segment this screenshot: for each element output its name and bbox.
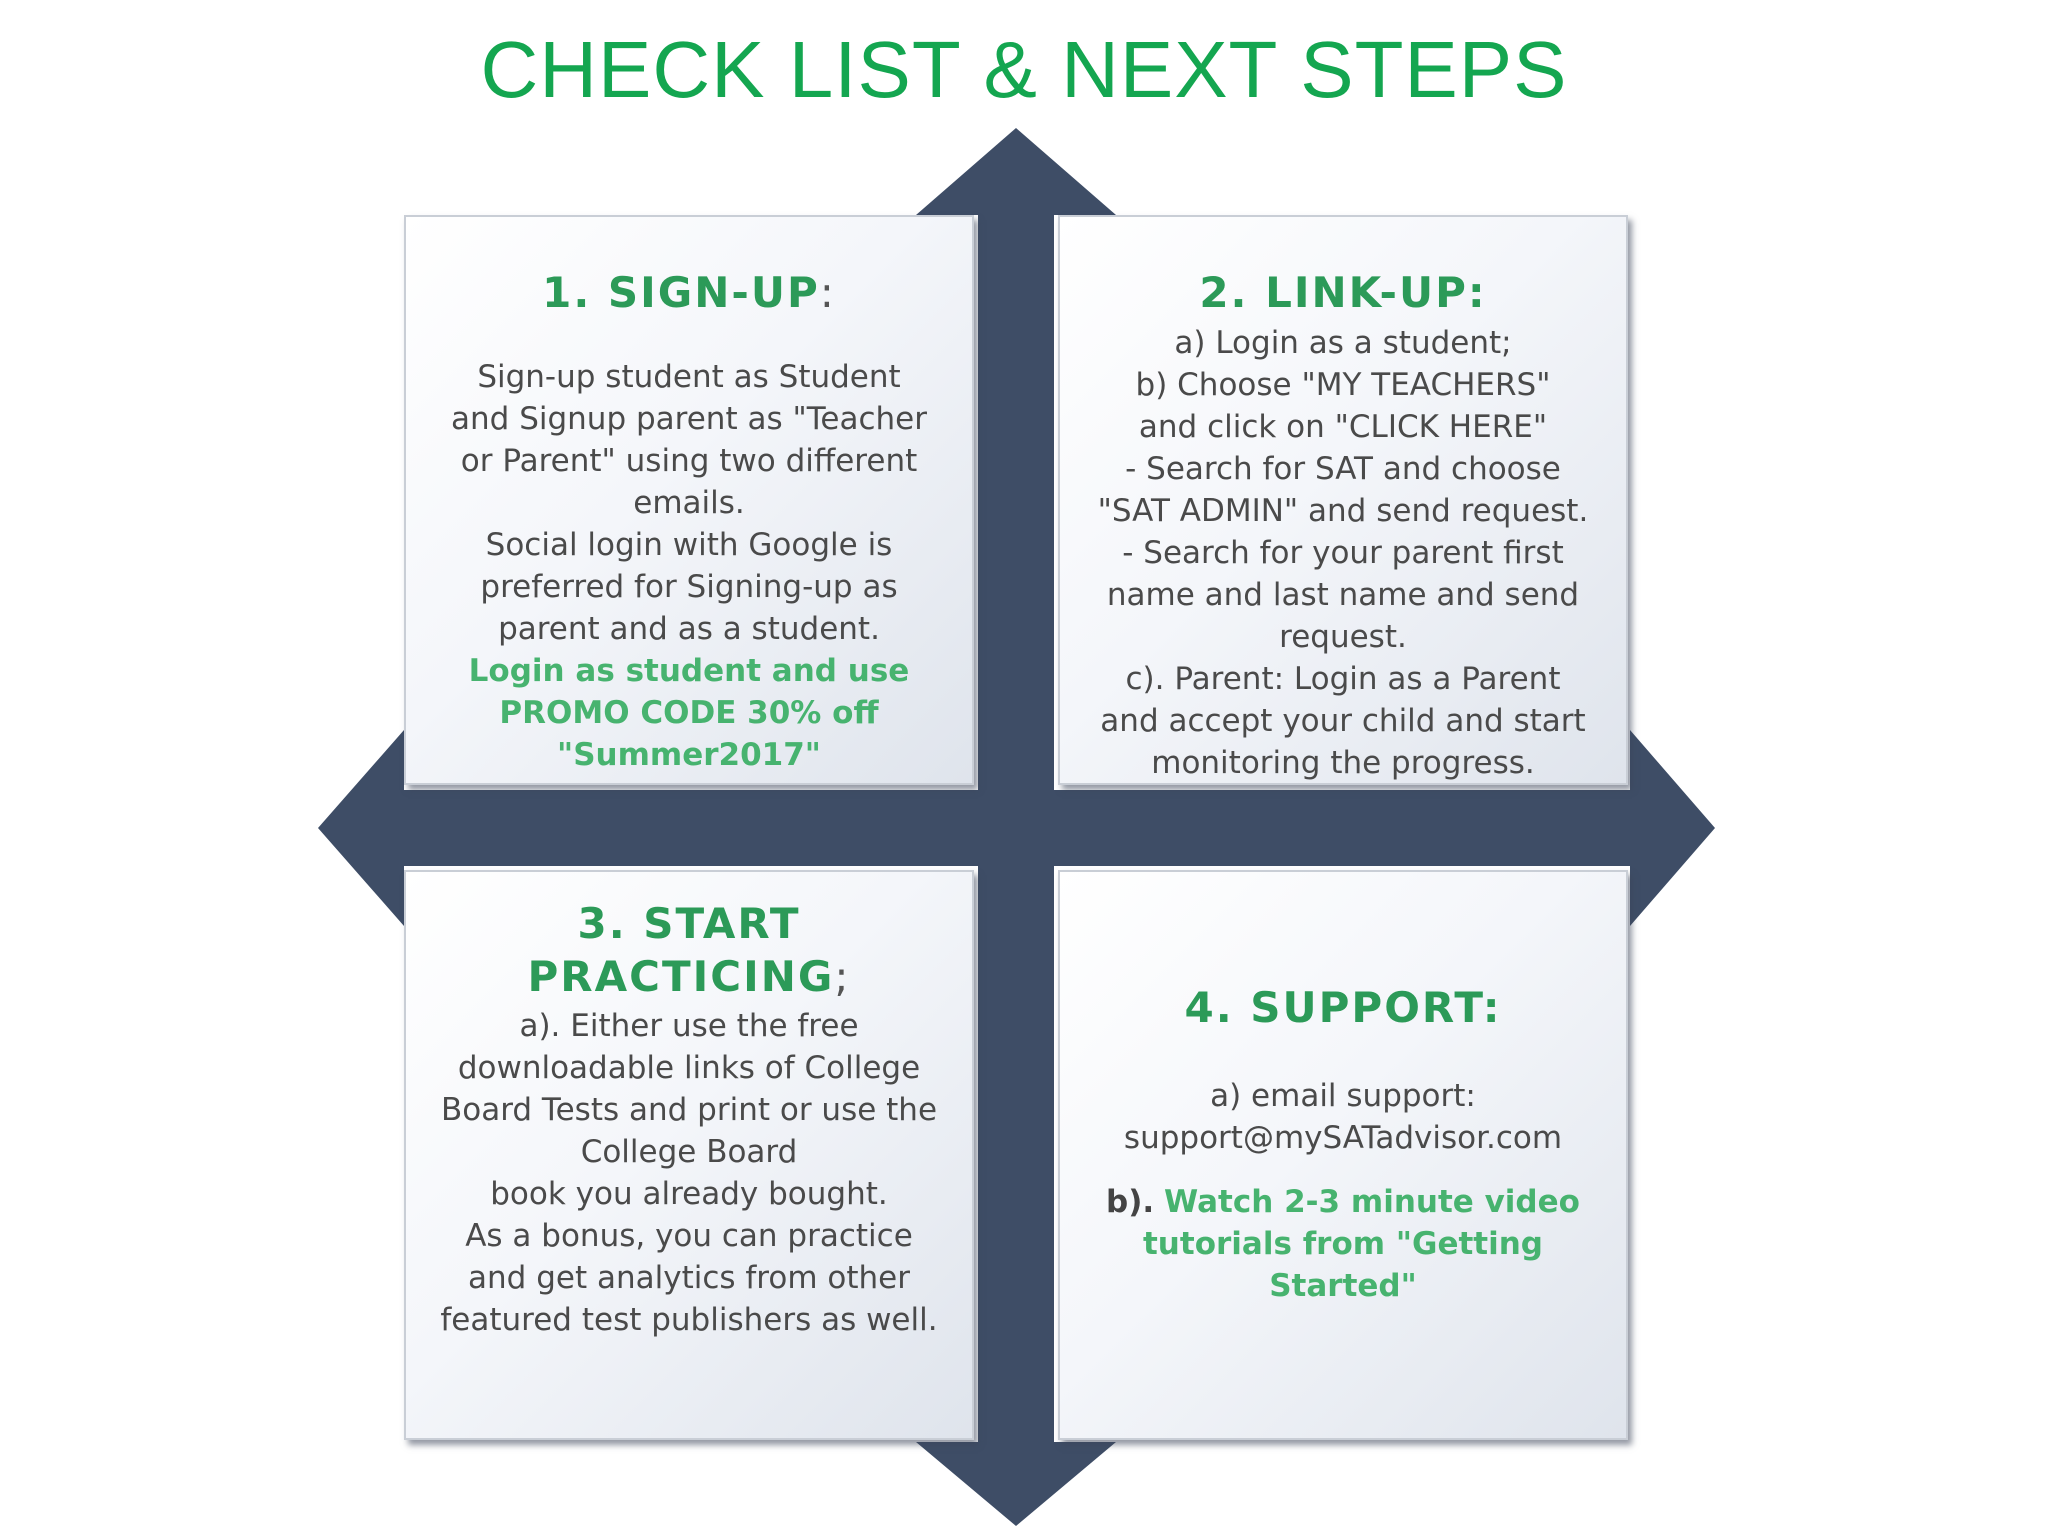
text-line: Board Tests and print or use the — [440, 1092, 938, 1128]
text-line: name and last name and send — [1106, 576, 1580, 613]
text-line: "SAT ADMIN" and send request. — [1097, 492, 1589, 529]
text-line: and get analytics from other — [468, 1260, 910, 1296]
text-line: downloadable links of College — [457, 1050, 921, 1086]
step-support-video-text: b). Watch 2-3 minute video tutorials fro… — [1060, 1181, 1626, 1307]
step-support-box: 4. SUPPORT: a) email support: support@my… — [1058, 870, 1628, 1440]
text-line: b) Choose "MY TEACHERS" — [1135, 366, 1551, 403]
four-way-arrow-shape — [318, 128, 1715, 1526]
promo-line: PROMO CODE 30% off — [499, 694, 879, 731]
text-line: preferred for Signing-up as — [480, 568, 898, 605]
step-support-text: a) email support: support@mySATadvisor.c… — [1060, 1075, 1626, 1159]
text-line: and click on "CLICK HERE" — [1138, 408, 1548, 445]
text-line: book you already bought. — [490, 1176, 888, 1212]
text-line: Social login with Google is — [485, 526, 893, 563]
step-link-up-heading: 2. LINK-UP: — [1199, 268, 1487, 317]
support-email: support@mySATadvisor.com — [1123, 1119, 1563, 1156]
page-title: CHECK LIST & NEXT STEPS — [480, 25, 1568, 114]
text-line: or Parent" using two different — [460, 442, 918, 479]
text-line: a) email support: — [1210, 1077, 1476, 1114]
step-link-up-text: a) Login as a student; b) Choose "MY TEA… — [1060, 322, 1626, 784]
step-link-up-box: 2. LINK-UP: a) Login as a student; b) Ch… — [1058, 215, 1628, 785]
step-support-heading: 4. SUPPORT: — [1184, 983, 1502, 1032]
promo-code: "Summer2017" — [557, 736, 821, 773]
step-sign-up-text: Sign-up student as Student and Signup pa… — [406, 356, 972, 776]
text-line: monitoring the progress. — [1151, 744, 1535, 781]
text-line: and accept your child and start — [1100, 702, 1586, 739]
promo-line: Login as student and use — [468, 652, 910, 689]
heading-line: PRACTICING — [527, 951, 835, 1001]
text-line: request. — [1279, 618, 1407, 655]
highlight-line: Watch 2-3 minute video — [1164, 1183, 1580, 1220]
text-line: parent and as a student. — [498, 610, 880, 647]
text-line: emails. — [633, 484, 745, 521]
text-prefix: b). — [1106, 1183, 1155, 1220]
step-sign-up-heading: 1. SIGN-UP: — [542, 268, 836, 317]
text-line: College Board — [580, 1134, 798, 1170]
text-line: - Search for SAT and choose — [1125, 450, 1561, 487]
text-line: Sign-up student as Student — [477, 358, 901, 395]
step-sign-up-box: 1. SIGN-UP: Sign-up student as Student a… — [404, 215, 974, 785]
text-line: a) Login as a student; — [1174, 324, 1512, 361]
text-line: a). Either use the free — [519, 1008, 859, 1044]
highlight-line: tutorials from "Getting — [1142, 1225, 1544, 1262]
text-line: c). Parent: Login as a Parent — [1125, 660, 1561, 697]
step-start-practicing-box: 3. START PRACTICING; a). Either use the … — [404, 870, 974, 1440]
text-line: featured test publishers as well. — [440, 1302, 938, 1338]
highlight-line: Started" — [1269, 1267, 1417, 1304]
step-start-practicing-text: a). Either use the free downloadable lin… — [406, 1005, 972, 1341]
heading-line: 3. START — [577, 899, 801, 948]
text-line: - Search for your parent first — [1122, 534, 1564, 571]
text-line: and Signup parent as "Teacher — [451, 400, 927, 437]
text-line: As a bonus, you can practice — [465, 1218, 913, 1254]
step-start-practicing-heading: 3. START PRACTICING; — [527, 899, 851, 1001]
